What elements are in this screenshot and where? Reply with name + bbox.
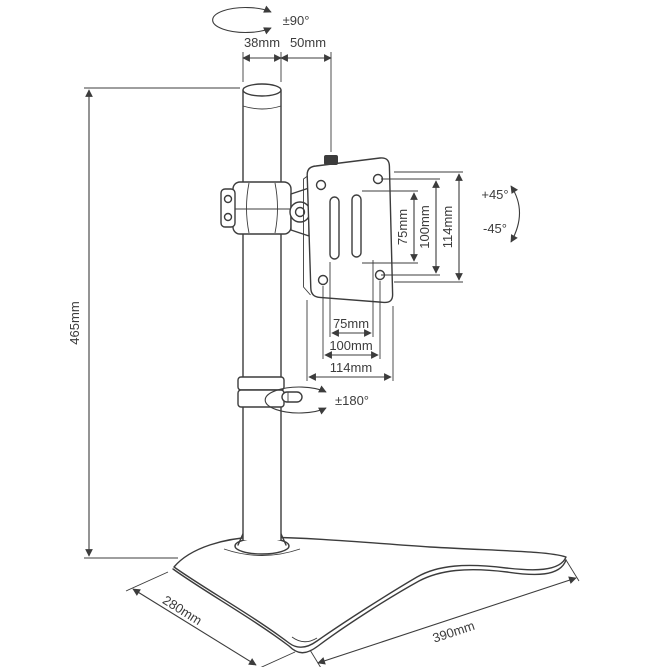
base (172, 526, 567, 654)
dim-top: 38mm 50mm (242, 35, 332, 152)
base-depth-dim-line (132, 588, 257, 666)
dim-height: 465mm (67, 87, 240, 559)
pole-clamp (220, 181, 292, 235)
clamp-body (232, 181, 292, 235)
swivel-rotation-arrow (212, 5, 272, 35)
base-width-label: 390mm (431, 618, 477, 646)
plate-slot-right (351, 194, 362, 258)
dim-tilt: +45° -45° (481, 185, 521, 243)
pole (242, 83, 282, 541)
swivel-label: ±90° (283, 13, 310, 28)
plate-hole-bottom-left (317, 274, 329, 286)
base-width-ext-right (565, 559, 580, 582)
plate-side-edge (303, 175, 311, 296)
vesa-v-75-label: 75mm (395, 209, 410, 245)
tilt-rotation-arrow (510, 185, 521, 243)
dim-vesa-vertical: 75mm 100mm 114mm (362, 171, 463, 283)
base-front-detail (291, 636, 318, 643)
base-depth-ext-top (125, 571, 169, 592)
plate-slot-left (329, 196, 340, 260)
collar-knob (281, 391, 303, 403)
base-width-ext-left (309, 649, 321, 667)
vesa-v-100-label: 100mm (417, 205, 432, 248)
clamp-bolt-bottom (223, 212, 233, 222)
tilt-down-label: -45° (483, 221, 507, 236)
vesa-h-75-label: 75mm (333, 316, 369, 331)
clamp-hinge (220, 188, 236, 228)
plate-hole-top-left (315, 179, 327, 191)
dim-rotation: ±180° (264, 385, 369, 415)
clamp-curve-left (246, 182, 250, 234)
dim-vesa-horizontal: 75mm 100mm 114mm (306, 260, 394, 381)
arm-offset-label: 50mm (290, 35, 326, 50)
vesa-h-114-label: 114mm (330, 360, 372, 375)
collar-lower-ring (237, 389, 285, 408)
collar-upper-ring (237, 376, 285, 391)
clamp-bolt-top (223, 194, 233, 204)
rotation-label: ±180° (335, 393, 369, 408)
tilt-up-label: +45° (481, 187, 508, 202)
tilt-joint (289, 187, 311, 237)
dim-swivel: ±90° (212, 5, 310, 35)
tilt-knob-center (294, 206, 306, 218)
rotation-arrow (264, 385, 327, 415)
plate-face (306, 157, 394, 304)
base-hub-ring (223, 548, 301, 556)
vesa-h-100-label: 100mm (329, 338, 372, 353)
pole-body (243, 90, 281, 540)
vesa-v-114-label: 114mm (440, 206, 455, 248)
base-width-dim-line (317, 576, 577, 665)
pole-diameter-label: 38mm (244, 35, 280, 50)
height-adjust-collar (237, 376, 303, 408)
vesa-plate (303, 155, 394, 304)
base-depth-ext-bottom (260, 651, 296, 667)
pole-top-cap (242, 83, 282, 97)
base-top-surface (173, 536, 567, 648)
height-label: 465mm (67, 301, 82, 344)
pole-cap-seam (242, 105, 282, 110)
clamp-curve-right (274, 182, 278, 234)
adjustment-screw (324, 155, 338, 165)
